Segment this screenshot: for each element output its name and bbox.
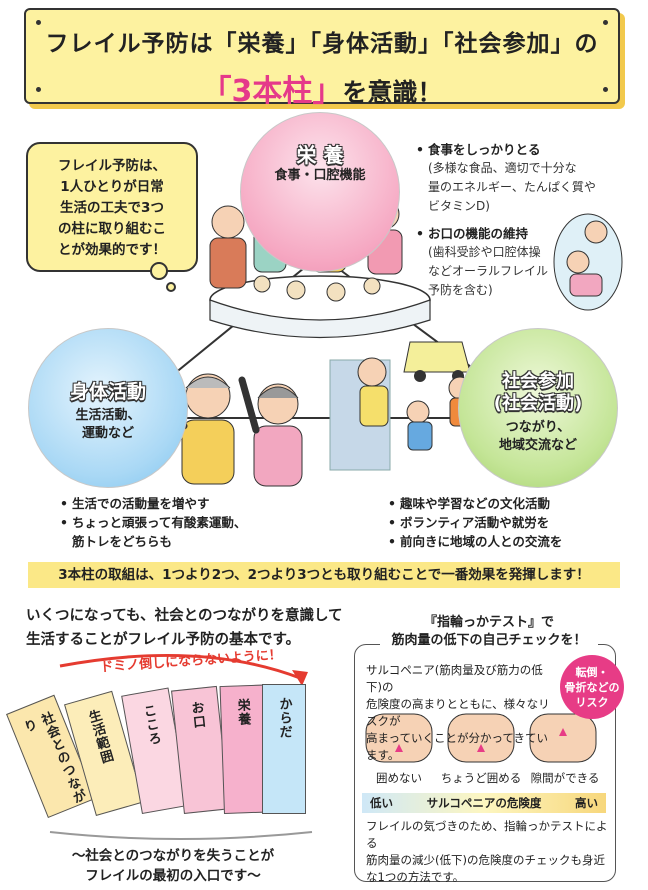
pillar-physical: 身体活動 生活活動、 運動など: [28, 328, 188, 488]
title-banner: フレイル予防は「栄養」「身体活動」「社会参加」の 「3本柱」を意識！: [24, 8, 620, 109]
basic-statement: いくつになっても、社会とのつながりを意識して 生活することがフレイル予防の基本で…: [26, 604, 356, 652]
speech-bubble: フレイル予防は、 1人ひとりが日常 生活の工夫で3つ の柱に取り組むこ とが効果…: [26, 142, 198, 272]
list-item-text: 前向きに地域の人との交流を: [400, 534, 563, 549]
ring-test-header-line: 『指輪っかテスト』で: [423, 615, 554, 630]
physical-list: 生活での活動量を増やす ちょっと頑張って有酸素運動、 筋トレをどちらも: [60, 494, 300, 551]
bubble-line: 1人ひとりが日常: [60, 179, 164, 195]
ring-test-header-line: 筋肉量の低下の自己チェックを！: [391, 633, 587, 648]
list-item: ちょっと頑張って有酸素運動、 筋トレをどちらも: [60, 513, 300, 551]
risk-badge-line: 骨折などの: [564, 681, 620, 694]
title-highlight: 「3本柱」: [201, 74, 343, 109]
sarcopenia-risk-gauge: 低い サルコペニアの危険度 高い: [362, 793, 606, 813]
ring-test-footer-line: 筋肉量の減少(低下)の危険度のチェックも身近: [366, 853, 605, 867]
domino-card: からだ: [262, 684, 306, 814]
bubble-tail-dot: [150, 262, 168, 280]
gauge-high-label: 高い: [575, 796, 598, 810]
domino-card-label: 栄養: [234, 698, 251, 727]
ring-test-description-line: サルコペニア(筋肉量及び筋力の低下)の: [366, 663, 543, 694]
list-item-text: 筋トレをどちらも: [72, 534, 173, 549]
risk-badge: 転倒・ 骨折などの リスク: [560, 655, 624, 719]
domino-card-label: こころ: [139, 703, 162, 748]
domino-arrow: [59, 654, 301, 680]
ring-test-header: 『指輪っかテスト』で 筋肉量の低下の自己チェックを！: [380, 614, 598, 650]
domino-card: 栄養: [219, 684, 268, 814]
gauge-low-label: 低い: [370, 796, 393, 810]
list-item-text: ボランティア活動や就労を: [400, 515, 550, 530]
ring-test-description-line: 高まっていくことが分かってきています。: [366, 731, 549, 762]
ring-test-hands: [365, 713, 597, 763]
list-item-sub: 量のエネルギー、たんぱく質や: [428, 180, 596, 194]
pillar-social-subtitle-2: 地域交流など: [498, 438, 577, 453]
basic-statement-line: 生活することがフレイル予防の基本です。: [26, 632, 301, 648]
ring-state-label: 隙間ができる: [530, 771, 600, 785]
bubble-line: 生活の工夫で3つ: [60, 200, 164, 216]
ring-test-description-line: 危険度の高まりとともに、様々なリスクが: [366, 697, 550, 728]
pillar-nutrition-subtitle: 食事・口腔機能: [274, 168, 366, 183]
pillar-nutrition: 栄 養 食事・口腔機能: [240, 112, 400, 272]
community-illustration: [329, 341, 475, 471]
list-item: ボランティア活動や就労を: [388, 513, 628, 532]
list-item-text: ちょっと頑張って有酸素運動、: [72, 515, 247, 530]
list-item-head: 食事をしっかりとる: [428, 142, 541, 157]
title-rest: を意識！: [342, 78, 443, 107]
list-item: お口の機能の維持 (歯科受診や口腔体操 などオーラルフレイル 予防を含む): [416, 224, 616, 300]
list-item-sub: (歯科受診や口腔体操: [428, 245, 541, 259]
title-line-1: フレイル予防は「栄養」「身体活動」「社会参加」の: [45, 31, 599, 57]
ring-state-label: 囲めない: [376, 771, 422, 785]
pillar-social-subtitle-1: つながり、: [505, 420, 571, 435]
domino-caption-line: フレイルの最初の入口です～: [85, 868, 261, 884]
domino-card-label: からだ: [276, 697, 292, 739]
ring-test-footer-line: フレイルの気づきのため、指輪っかテストによる: [366, 819, 608, 850]
list-item-sub: などオーラルフレイル: [428, 264, 549, 278]
risk-badge-line: リスク: [575, 696, 609, 709]
bubble-line: とが効果的です！: [58, 242, 166, 258]
gauge-label: サルコペニアの危険度: [426, 796, 542, 810]
social-list: 趣味や学習などの文化活動 ボランティア活動や就労を 前向きに地域の人との交流を: [388, 494, 628, 551]
list-item-text: 生活での活動量を増やす: [72, 496, 210, 511]
list-item: 趣味や学習などの文化活動: [388, 494, 628, 513]
pillar-physical-subtitle-1: 生活活動、: [75, 408, 141, 423]
bubble-tail-dot: [166, 282, 176, 292]
list-item-sub: (多様な食品、適切で十分な: [428, 161, 577, 175]
domino-caption-line: ～社会とのつながりを失うことが: [71, 848, 275, 864]
list-item-head: お口の機能の維持: [428, 226, 529, 241]
pillar-social: 社会参加 (社会活動) つながり、 地域交流など: [458, 328, 618, 488]
pillar-social-title-2: (社会活動): [493, 393, 583, 414]
bubble-line: フレイル予防は、: [58, 158, 166, 174]
list-item: 生活での活動量を増やす: [60, 494, 300, 513]
effect-strip: 3本柱の取組は、1つより2つ、2つより3つとも取り組むことで一番効果を発揮します…: [28, 562, 620, 588]
pillar-physical-title: 身体活動: [69, 381, 146, 403]
exercise-illustration: [160, 366, 303, 487]
list-item-text: 趣味や学習などの文化活動: [400, 496, 551, 511]
bubble-line: の柱に取り組むこ: [58, 221, 166, 237]
ring-test-footer: フレイルの気づきのため、指輪っかテストによる 筋肉量の減少(低下)の危険度のチェ…: [366, 818, 610, 886]
title-line-2: 「3本柱」を意識！: [26, 66, 618, 110]
pillar-social-title-1: 社会参加: [502, 371, 574, 392]
domino-card-label: お口: [187, 700, 206, 730]
ring-state-label: ちょうど囲める: [440, 771, 522, 785]
list-item-sub: ビタミンD): [428, 199, 490, 213]
ring-test-description: サルコペニア(筋肉量及び筋力の低下)の 危険度の高まりとともに、様々なリスクが …: [366, 662, 556, 764]
pillar-physical-subtitle-2: 運動など: [81, 426, 134, 441]
nutrition-list: 食事をしっかりとる (多様な食品、適切で十分な 量のエネルギー、たんぱく質や ビ…: [416, 140, 616, 300]
domino-caption: ～社会とのつながりを失うことが フレイルの最初の入口です～: [42, 846, 304, 886]
pillar-nutrition-title: 栄 養: [296, 143, 344, 167]
list-item-sub: 予防を含む): [428, 283, 493, 297]
list-item: 前向きに地域の人との交流を: [388, 532, 628, 551]
basic-statement-line: いくつになっても、社会とのつながりを意識して: [26, 608, 343, 624]
list-item: 食事をしっかりとる (多様な食品、適切で十分な 量のエネルギー、たんぱく質や ビ…: [416, 140, 616, 216]
ring-test-footer-line: な1つの方法です。: [366, 870, 465, 884]
risk-badge-line: 転倒・: [575, 666, 609, 679]
